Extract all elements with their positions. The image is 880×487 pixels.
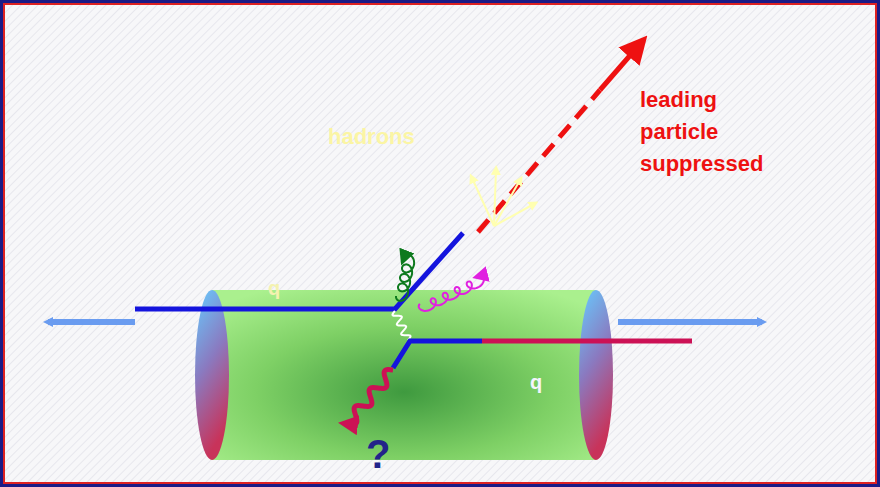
beam-arrow	[48, 319, 135, 325]
gluon	[419, 276, 484, 311]
hadron-arrow	[494, 204, 534, 226]
panel	[4, 4, 876, 483]
quark-label: q	[268, 276, 280, 300]
plasma-cylinder	[212, 290, 596, 460]
annotation: leading particle suppressed	[640, 84, 780, 180]
particle-label: hadrons	[328, 124, 415, 150]
hadron-arrow	[472, 178, 494, 226]
quark-line	[482, 339, 692, 344]
quark-line	[135, 233, 463, 309]
leading-particle	[600, 44, 640, 90]
leading-particle	[478, 90, 600, 232]
gluon	[396, 255, 414, 301]
cylinder-end	[579, 290, 613, 460]
exchange-line	[392, 311, 410, 340]
hadron-arrow	[494, 170, 496, 226]
question-mark: ?	[366, 430, 390, 478]
hadron-arrows	[472, 170, 534, 226]
beam-arrow	[618, 319, 762, 325]
quark-label: q	[530, 370, 542, 394]
quark-line	[393, 341, 482, 368]
cylinder-end	[195, 290, 229, 460]
radiated-photon	[348, 370, 393, 425]
